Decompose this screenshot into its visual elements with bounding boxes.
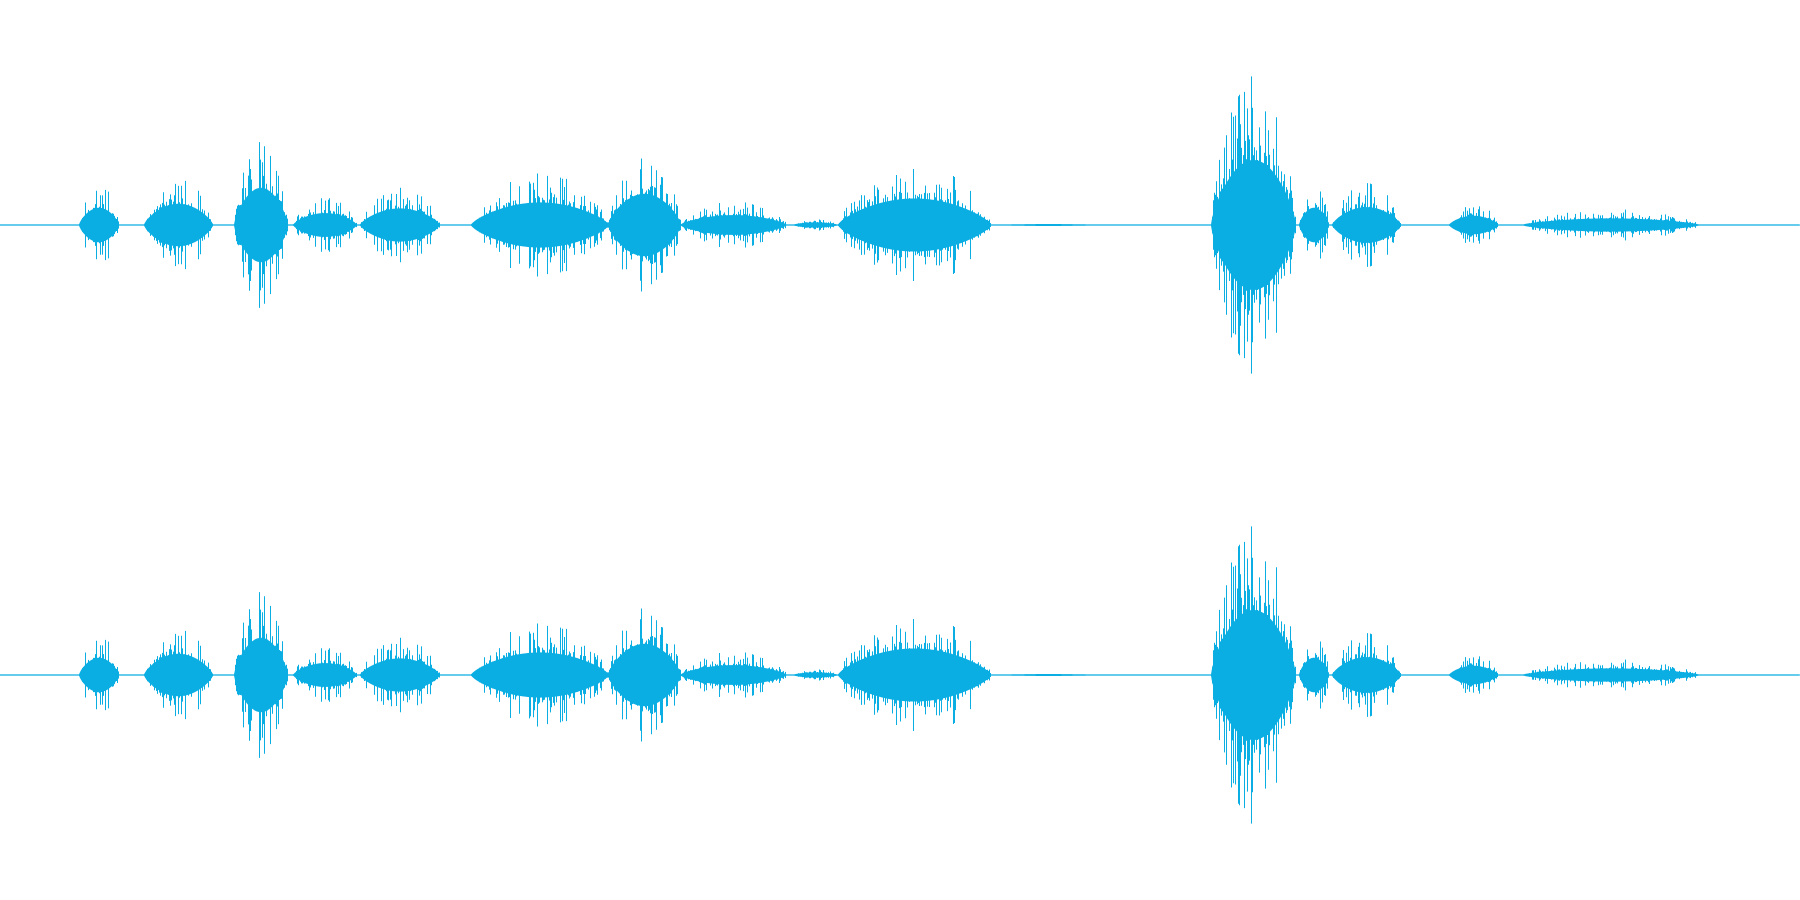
waveform-samples <box>80 526 1696 824</box>
waveform-samples <box>80 76 1696 374</box>
channel-2-waveform <box>0 526 1800 824</box>
channel-1-waveform <box>0 76 1800 374</box>
